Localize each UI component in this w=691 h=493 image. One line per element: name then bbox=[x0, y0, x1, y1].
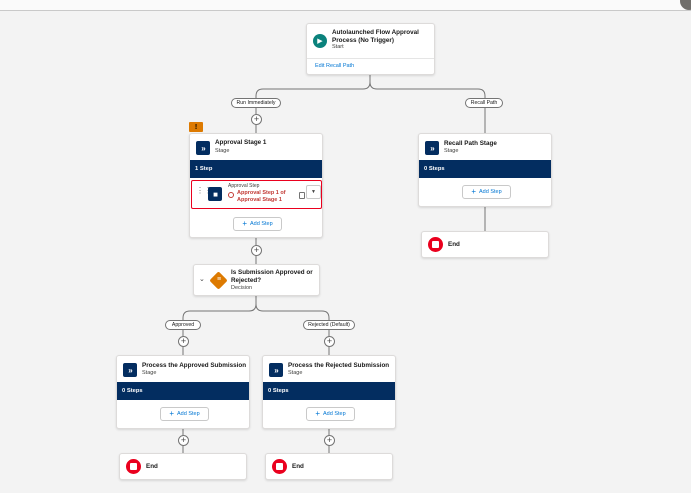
stop-icon bbox=[272, 459, 287, 474]
recall-path-pill: Recall Path bbox=[465, 98, 503, 108]
approval-step-row[interactable]: ⋮⋮ ■ Approval Step Approval Step 1 of Ap… bbox=[191, 180, 322, 209]
approver-icon: ■ bbox=[208, 187, 222, 201]
plus-icon: + bbox=[315, 409, 321, 418]
plus-icon: + bbox=[169, 409, 175, 418]
utility-button[interactable] bbox=[680, 0, 691, 10]
drag-handle-icon[interactable]: ⋮⋮ bbox=[196, 186, 212, 195]
add-element-plus-icon[interactable]: + bbox=[324, 336, 335, 347]
play-icon: ▶ bbox=[313, 34, 327, 48]
decision-title: Is Submission Approved or Rejected? bbox=[231, 269, 313, 284]
approval-step-error-text[interactable]: Approval Step 1 of Approval Stage 1 bbox=[237, 190, 286, 203]
step-count-band: 0 Steps bbox=[117, 382, 249, 400]
stage-title: Approval Stage 1 bbox=[215, 139, 267, 146]
decision-diamond-icon: ≡ bbox=[216, 276, 222, 283]
step-count-band: 0 Steps bbox=[419, 160, 551, 178]
end-node[interactable]: End bbox=[119, 453, 247, 480]
plus-icon: + bbox=[471, 187, 477, 196]
approved-stage-node[interactable]: » Process the Approved Submission Stage … bbox=[116, 355, 250, 429]
step-count-band: 1 Step bbox=[190, 160, 322, 178]
top-toolbar bbox=[0, 0, 691, 11]
plus-icon: + bbox=[242, 219, 248, 228]
stage-title: Process the Approved Submission bbox=[142, 362, 247, 369]
step-count-band: 0 Steps bbox=[263, 382, 395, 400]
add-step-label: Add Step bbox=[323, 411, 346, 417]
start-node[interactable]: ▶ Autolaunched Flow Approval Process (No… bbox=[306, 23, 435, 75]
stop-icon bbox=[126, 459, 141, 474]
recall-path-stage-node[interactable]: » Recall Path Stage Stage 0 Steps + Add … bbox=[418, 133, 552, 207]
stop-icon bbox=[428, 237, 443, 252]
warning-icon: ! bbox=[189, 122, 203, 132]
rejected-default-pill: Rejected (Default) bbox=[303, 320, 355, 330]
end-node[interactable]: End bbox=[265, 453, 393, 480]
add-element-plus-icon[interactable]: + bbox=[251, 114, 262, 125]
end-label: End bbox=[448, 241, 460, 248]
end-label: End bbox=[292, 463, 304, 470]
add-step-label: Add Step bbox=[479, 189, 502, 195]
stage-subtitle: Stage bbox=[142, 370, 157, 376]
add-step-button[interactable]: + Add Step bbox=[233, 217, 282, 231]
rejected-stage-node[interactable]: » Process the Rejected Submission Stage … bbox=[262, 355, 396, 429]
decision-node[interactable]: ⌄ ≡ Is Submission Approved or Rejected? … bbox=[193, 264, 320, 296]
add-element-plus-icon[interactable]: + bbox=[251, 245, 262, 256]
add-element-plus-icon[interactable]: + bbox=[178, 336, 189, 347]
stage-subtitle: Stage bbox=[444, 148, 459, 154]
start-node-subtitle: Start bbox=[332, 44, 344, 50]
step-menu-icon[interactable] bbox=[299, 192, 305, 199]
double-chevron-right-icon: » bbox=[123, 363, 137, 377]
error-icon bbox=[228, 192, 234, 198]
add-element-plus-icon[interactable]: + bbox=[178, 435, 189, 446]
double-chevron-right-icon: » bbox=[196, 141, 210, 155]
stage-title: Recall Path Stage bbox=[444, 140, 497, 147]
end-node[interactable]: End bbox=[421, 231, 549, 258]
add-step-label: Add Step bbox=[177, 411, 200, 417]
add-step-button[interactable]: + Add Step bbox=[160, 407, 209, 421]
edit-recall-path-link[interactable]: Edit Recall Path bbox=[315, 63, 355, 69]
double-chevron-right-icon: » bbox=[425, 141, 439, 155]
add-step-button[interactable]: + Add Step bbox=[306, 407, 355, 421]
end-label: End bbox=[146, 463, 158, 470]
add-element-plus-icon[interactable]: + bbox=[324, 435, 335, 446]
stage-subtitle: Stage bbox=[215, 148, 230, 154]
add-step-label: Add Step bbox=[250, 221, 273, 227]
approval-stage-1-node[interactable]: » Approval Stage 1 Stage 1 Step ⋮⋮ ■ App… bbox=[189, 133, 323, 238]
double-chevron-right-icon: » bbox=[269, 363, 283, 377]
add-step-button[interactable]: + Add Step bbox=[462, 185, 511, 199]
run-immediately-pill: Run Immediately bbox=[231, 98, 281, 108]
step-dropdown-button[interactable]: ▼ bbox=[306, 185, 321, 199]
approved-pill: Approved bbox=[165, 320, 201, 330]
start-node-title: Autolaunched Flow Approval Process (No T… bbox=[332, 29, 419, 44]
approval-step-type: Approval Step bbox=[228, 183, 260, 189]
chevron-down-icon[interactable]: ⌄ bbox=[199, 276, 205, 283]
stage-subtitle: Stage bbox=[288, 370, 303, 376]
decision-subtitle: Decision bbox=[231, 285, 253, 291]
stage-title: Process the Rejected Submission bbox=[288, 362, 390, 369]
